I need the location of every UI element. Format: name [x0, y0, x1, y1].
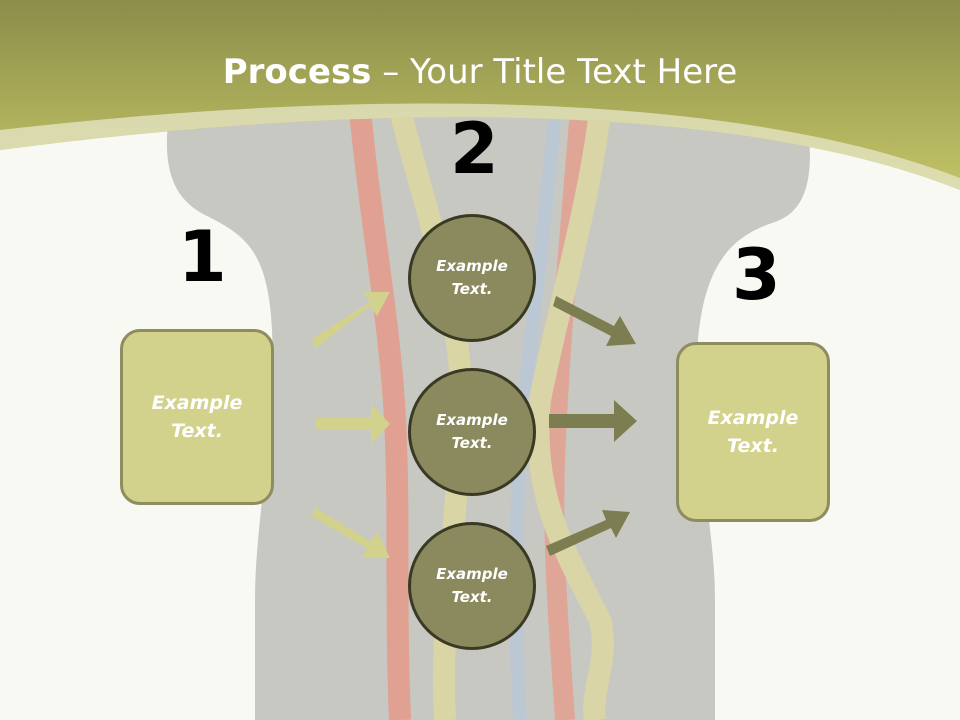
step-box-1: Example Text.: [120, 329, 274, 505]
arrow-left-top: [311, 292, 390, 348]
step-circle-middle: Example Text.: [408, 368, 536, 496]
step-circle-middle-text: Example Text.: [436, 410, 508, 452]
arrow-left-middle: [316, 404, 390, 444]
title-bold: Process: [222, 52, 372, 92]
step-number-1: 1: [178, 216, 227, 298]
step-circle-bottom-text: Example Text.: [436, 564, 508, 606]
step-box-1-text: Example Text.: [151, 391, 243, 443]
step-box-3-text: Example Text.: [707, 406, 799, 458]
step-circle-top: Example Text.: [408, 214, 536, 342]
step-box-3: Example Text.: [676, 342, 830, 522]
step-circle-bottom: Example Text.: [408, 522, 536, 650]
arrow-left-bottom: [311, 508, 390, 558]
arrows: [311, 292, 637, 558]
header-swoosh: [0, 103, 960, 190]
step-circle-top-text: Example Text.: [436, 256, 508, 298]
arrow-right-top: [553, 296, 636, 346]
arrow-right-middle: [549, 400, 637, 442]
step-number-3: 3: [732, 234, 781, 316]
header-band: [0, 0, 960, 190]
step-number-2: 2: [450, 108, 499, 190]
page-title: Process – Your Title Text Here: [0, 52, 960, 92]
title-rest: – Your Title Text Here: [371, 52, 738, 92]
arrow-right-bottom: [546, 510, 630, 556]
